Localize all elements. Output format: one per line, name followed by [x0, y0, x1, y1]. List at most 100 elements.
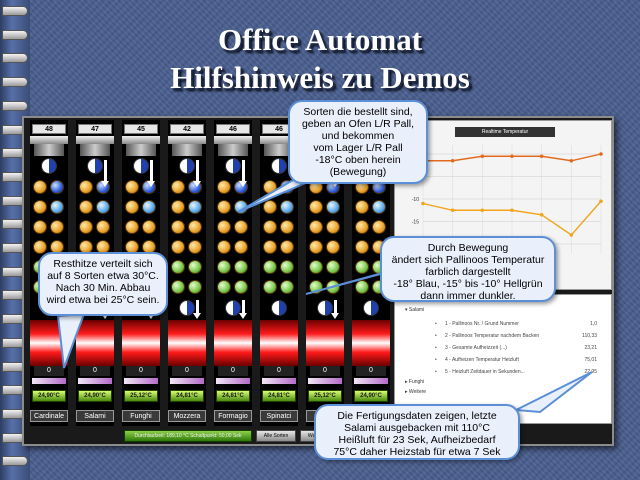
- column-counter: 0: [310, 366, 340, 376]
- column-counter: 0: [80, 366, 110, 376]
- heater-element: [214, 320, 252, 366]
- pallinoo-puck: [234, 220, 248, 234]
- pallinoo-puck: [171, 200, 185, 214]
- pallinoo-puck: [309, 260, 323, 274]
- flavor-label[interactable]: Formagio: [214, 410, 252, 422]
- tree-root-salami[interactable]: ▾ Salami: [405, 307, 425, 313]
- tree-node-weitere[interactable]: ▸ Weitere: [405, 389, 427, 395]
- column-stock-count: 48: [32, 124, 66, 134]
- tree-row-label: 4 - Aufheizen Temperatur Heizluft: [445, 357, 519, 363]
- column-counter: 0: [126, 366, 156, 376]
- down-arrow-icon: [101, 160, 109, 187]
- binder-ring: [2, 53, 28, 64]
- data-point: [450, 208, 455, 213]
- heater-element: [76, 320, 114, 366]
- column-counter: 0: [172, 366, 202, 376]
- pallinoo-puck: [234, 260, 248, 274]
- slide-title-line1: Office Automat: [217, 22, 423, 57]
- level-bar: [354, 378, 388, 384]
- binder-ring: [2, 100, 28, 111]
- column-temperature: 24,81°C: [216, 390, 250, 402]
- callout-line-text: Nach 30 Min. Abbau: [55, 282, 151, 294]
- tree-row-value: 1,0: [590, 321, 597, 327]
- data-point: [421, 201, 425, 206]
- flavor-label[interactable]: Spinatci: [260, 410, 298, 422]
- oven-column: 42 0 24,81°C Mozzera: [168, 120, 206, 426]
- flavor-label[interactable]: Cardinale: [30, 410, 68, 422]
- tree-row-value: 23,21: [584, 345, 597, 351]
- pallinoo-puck: [33, 180, 47, 194]
- y-tick-label: -10: [412, 197, 419, 203]
- data-point: [599, 199, 603, 204]
- column-stock-count: 45: [124, 124, 158, 134]
- bullet-icon: •: [435, 345, 437, 351]
- flavor-label[interactable]: Salami: [76, 410, 114, 422]
- pallinoo-puck: [263, 200, 277, 214]
- down-arrow-icon: [147, 160, 155, 187]
- data-point: [510, 154, 514, 159]
- level-bar: [170, 378, 204, 384]
- pallinoo-puck: [326, 260, 340, 274]
- bullet-icon: •: [435, 357, 437, 363]
- callout-line-text: geben an Ofen L/R Pall,: [301, 118, 415, 130]
- level-bar: [262, 378, 296, 384]
- pallinoo-puck: [188, 260, 202, 274]
- slide-title-line2: Hilfshinweis zu Demos: [170, 60, 470, 95]
- pallinoo-puck: [217, 280, 231, 294]
- oven-rail: [30, 136, 68, 144]
- tree-node-funghi[interactable]: ▸ Funghi: [405, 379, 425, 385]
- pallinoo-puck: [171, 260, 185, 274]
- heater-element: [122, 320, 160, 366]
- pallinoo-ball-icon: [225, 158, 241, 174]
- pallinoo-puck: [263, 180, 277, 194]
- column-counter: 0: [356, 366, 386, 376]
- column-temperature: 24,90°C: [78, 390, 112, 402]
- pallinoo-puck: [33, 240, 47, 254]
- pallinoo-puck: [50, 200, 64, 214]
- pallinoo-puck: [280, 280, 294, 294]
- tree-row-label: 1 - Pallinoos Nr. / Grund Nummer: [445, 321, 519, 327]
- bullet-icon: •: [435, 369, 437, 375]
- pallinoo-puck: [96, 200, 110, 214]
- oven-rail: [260, 136, 298, 144]
- data-point: [450, 158, 455, 163]
- pallinoo-puck: [234, 200, 248, 214]
- callout-line-text: ändert sich Pallinoos Temperatur: [391, 254, 545, 266]
- pallinoo-puck: [263, 240, 277, 254]
- tree-data-row[interactable]: •3 - Gesamte Aufheizzeit (...)23,21: [435, 345, 605, 352]
- down-arrow-icon: [239, 300, 247, 319]
- all-flavors-button[interactable]: Alle Sorten: [256, 430, 296, 442]
- pallinoo-puck: [280, 260, 294, 274]
- callout-line-text: auf 8 Sorten etwa 30°C.: [47, 270, 159, 282]
- pallinoo-puck: [326, 220, 340, 234]
- pallinoo-puck: [79, 200, 93, 214]
- binder-ring: [2, 77, 28, 88]
- pallinoo-puck: [217, 260, 231, 274]
- pallinoo-puck: [125, 180, 139, 194]
- chart-title: Realtime Temperatur: [455, 127, 555, 137]
- tree-row-label: 2 - Pallinoos Temperatur nachdem Backen: [445, 333, 540, 339]
- level-bar: [32, 378, 66, 384]
- callout-line-text: farblich dargestellt: [425, 266, 511, 278]
- tree-data-row[interactable]: • 4 - Aufheizen Temperatur Heizluft 75,01: [435, 357, 605, 364]
- heater-element: [306, 320, 344, 366]
- pallinoo-puck: [142, 220, 156, 234]
- pallinoo-ball-icon: [363, 300, 379, 316]
- callout-line-text: vom Lager L/R Pall: [313, 142, 403, 154]
- column-stock-count: 42: [170, 124, 204, 134]
- column-temperature: 24,81°C: [170, 390, 204, 402]
- pallinoo-puck: [280, 180, 294, 194]
- tree-data-row[interactable]: •5 - Heizluft Zeitdauer in Sekunden...22…: [435, 369, 605, 376]
- callout-line-text: Salami ausgebacken mit 110°C: [344, 422, 490, 434]
- pallinoo-ball-icon: [179, 300, 195, 316]
- tree-data-row[interactable]: •2 - Pallinoos Temperatur nachdem Backen…: [435, 333, 605, 340]
- flavor-label[interactable]: Funghi: [122, 410, 160, 422]
- column-temperature: 25,12°C: [308, 390, 342, 402]
- flavor-label[interactable]: Mozzera: [168, 410, 206, 422]
- callout-order-movement: Sorten die bestellt sind,geben an Ofen L…: [288, 100, 428, 184]
- callout-line-text: 75°C daher Heizstab für etwa 7 Sek: [333, 446, 501, 458]
- tree-row-value: 75,01: [584, 357, 597, 363]
- pallinoo-ball-icon: [271, 300, 287, 316]
